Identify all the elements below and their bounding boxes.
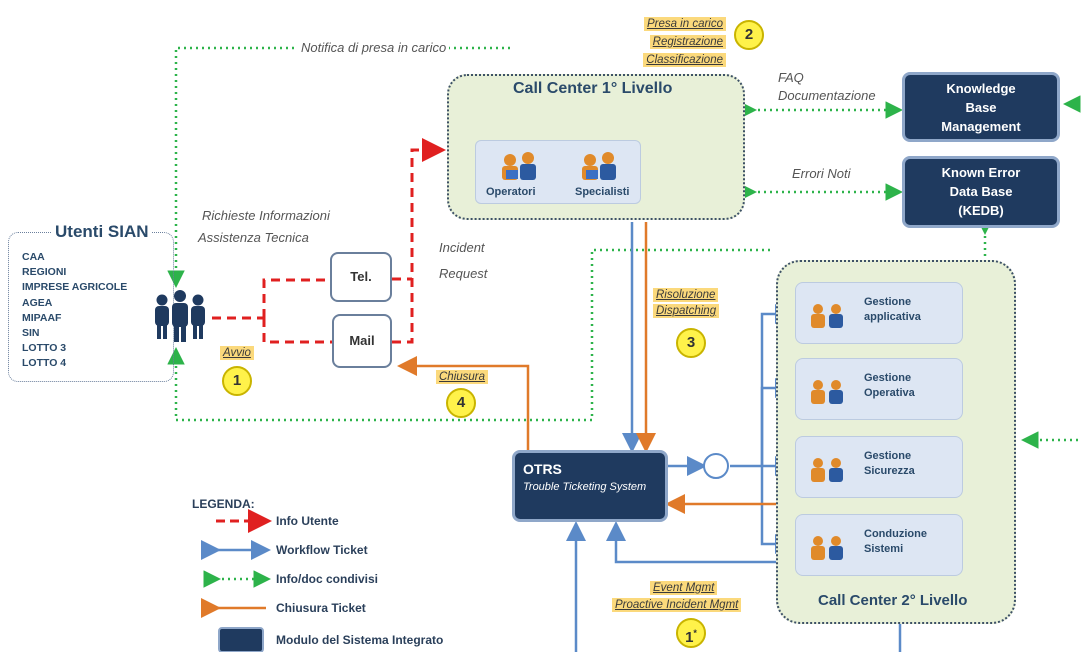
kbm-line-3: Management xyxy=(941,119,1021,134)
risoluzione-label: Risoluzione xyxy=(653,288,719,302)
notification-label: Notifica di presa in carico xyxy=(298,40,450,55)
legend-module-swatch xyxy=(218,627,264,652)
team-icon xyxy=(808,301,852,336)
incident-label: Incident xyxy=(439,240,485,255)
users-group-icon xyxy=(150,288,210,349)
team-icon xyxy=(808,455,852,490)
call-center-2-title: Call Center 2° Livello xyxy=(818,592,968,609)
svc-1-line-1: Gestione xyxy=(864,296,912,308)
utente-lotto4: LOTTO 4 xyxy=(22,357,67,370)
mail-channel: Mail xyxy=(332,314,392,368)
legend-workflow: Workflow Ticket xyxy=(276,543,368,557)
legend-modulo: Modulo del Sistema Integrato xyxy=(276,633,444,647)
utente-mipaaf: MIPAAF xyxy=(22,311,62,324)
utenti-list: CAA REGIONI IMPRESE AGRICOLE AGEA MIPAAF… xyxy=(22,250,127,372)
knowledge-base-box: Knowledge Base Management xyxy=(902,72,1060,142)
utente-agea: AGEA xyxy=(22,296,53,309)
step-4-badge: 4 xyxy=(446,388,476,418)
otrs-box: OTRS Trouble Ticketing System xyxy=(512,450,668,522)
svc-2-line-2: Operativa xyxy=(864,387,915,399)
closure-info-line xyxy=(167,248,770,422)
operatori-label: Operatori xyxy=(486,186,536,198)
user-info-lines xyxy=(212,138,446,344)
legend-info-doc: Info/doc condivisi xyxy=(276,572,379,586)
utente-lotto3: LOTTO 3 xyxy=(22,342,67,355)
otrs-title: OTRS xyxy=(523,461,562,477)
legend-lines xyxy=(201,509,272,618)
svc-2-line-1: Gestione xyxy=(864,372,912,384)
step-2-badge: 2 xyxy=(734,20,764,50)
team-icon xyxy=(808,533,852,568)
legend-title: LEGENDA: xyxy=(192,497,255,511)
step-1b-star: * xyxy=(693,628,697,638)
kedb-box: Known Error Data Base (KEDB) xyxy=(902,156,1060,228)
kedb-line-2: Data Base xyxy=(949,184,1013,199)
avvio-label: Avvio xyxy=(220,346,254,360)
legend-chiusura: Chiusura Ticket xyxy=(276,601,366,615)
svc-4-line-1: Conduzione xyxy=(864,528,927,540)
step2-notes: Presa in carico Registrazione Classifica… xyxy=(636,14,726,68)
utenti-sian-title: Utenti SIAN xyxy=(52,222,152,242)
dispatching-label: Dispatching xyxy=(653,304,720,318)
note-presa: Presa in carico xyxy=(643,17,726,31)
otrs-subtitle: Trouble Ticketing System xyxy=(523,481,647,493)
event-mgmt-label: Event Mgmt xyxy=(650,581,718,595)
svc-3-line-2: Sicurezza xyxy=(864,465,915,477)
note-classificazione: Classificazione xyxy=(643,53,726,67)
service-gestione-applicativa: Gestione applicativa xyxy=(795,282,963,344)
specialisti-icon xyxy=(578,148,622,187)
call-center-1-title: Call Center 1° Livello xyxy=(513,80,673,97)
legend-info-utente: Info Utente xyxy=(276,514,339,528)
svc-4-line-2: Sistemi xyxy=(864,543,904,555)
dispatch-node xyxy=(703,453,729,479)
specialisti-label: Specialisti xyxy=(575,186,630,198)
errori-noti-label: Errori Noti xyxy=(792,166,851,181)
documentazione-label: Documentazione xyxy=(778,88,876,103)
utente-imprese: IMPRESE AGRICOLE xyxy=(22,281,128,294)
svc-3-line-1: Gestione xyxy=(864,450,912,462)
chiusura-label: Chiusura xyxy=(436,370,489,384)
operatori-icon xyxy=(498,148,542,187)
kedb-line-1: Known Error xyxy=(941,165,1021,180)
richieste-label-2: Assistenza Tecnica xyxy=(198,230,309,245)
proactive-label: Proactive Incident Mgmt xyxy=(612,598,742,612)
kbm-line-1: Knowledge xyxy=(946,81,1016,96)
faq-label: FAQ xyxy=(778,70,804,85)
step-1b-badge: 1* xyxy=(676,618,706,648)
step-1b-number: 1 xyxy=(685,629,694,646)
svc-1-line-2: applicativa xyxy=(864,311,921,323)
team-icon xyxy=(808,377,852,412)
kbm-line-2: Base xyxy=(965,100,997,115)
utente-caa: CAA xyxy=(22,251,45,263)
request-label: Request xyxy=(439,266,488,281)
closure-lines xyxy=(397,222,778,514)
step-1-badge: 1 xyxy=(222,366,252,396)
richieste-label-1: Richieste Informazioni xyxy=(202,208,330,223)
note-registrazione: Registrazione xyxy=(649,35,726,49)
kedb-line-3: (KEDB) xyxy=(958,203,1004,218)
tel-channel: Tel. xyxy=(330,252,392,302)
utente-regioni: REGIONI xyxy=(22,266,67,279)
step-3-badge: 3 xyxy=(676,328,706,358)
utente-sin: SIN xyxy=(22,327,40,340)
